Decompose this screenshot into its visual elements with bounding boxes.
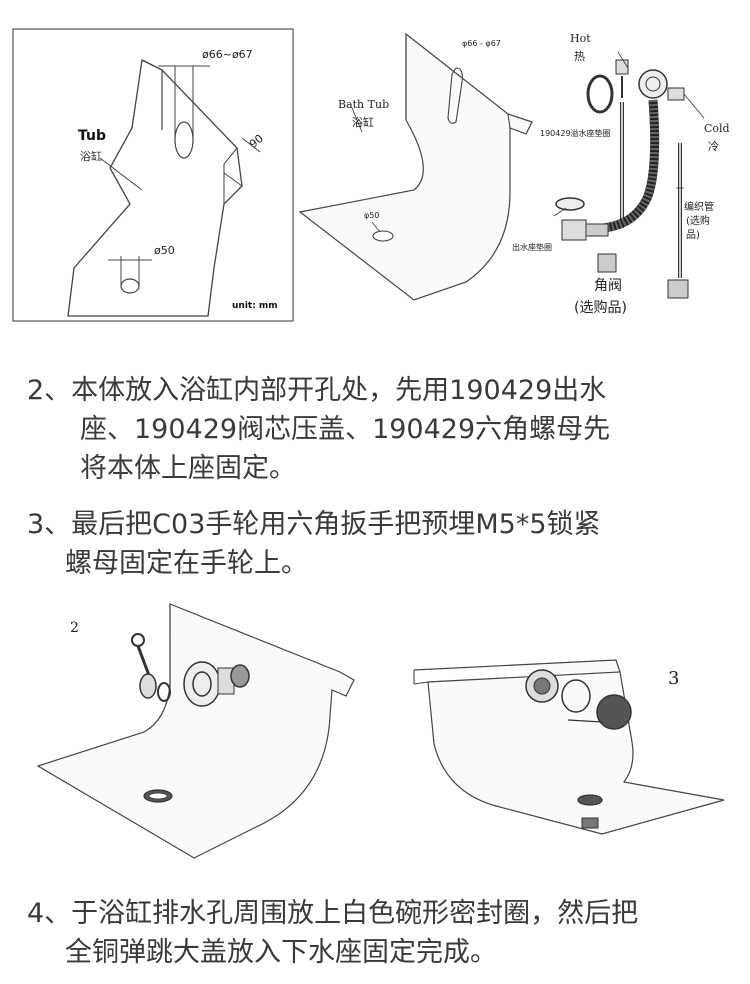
overflow-gasket-label: 190429溢水座垫圈 <box>540 128 611 138</box>
cold-label: Cold <box>704 122 730 135</box>
step-2-line-3: 将本体上座固定。 <box>80 453 296 484</box>
dim-drain-diameter: ø50 <box>154 244 175 257</box>
tub-label: Tub <box>78 128 106 144</box>
diagram-number-3: 3 <box>668 668 679 689</box>
dim-drain-diameter-2: φ50 <box>364 211 379 220</box>
diagram-number-2: 2 <box>70 620 79 636</box>
install-step-2-diagram: 2 <box>36 603 355 859</box>
hot-label-cn: 热 <box>574 50 585 63</box>
step-2-line-1: 2、本体放入浴缸内部开孔处，先用190429出水 <box>27 375 607 406</box>
step-4-line-1: 4、于浴缸排水孔周围放上白色碗形密封圈，然后把 <box>27 898 639 929</box>
bath-tub-label: Bath Tub <box>338 98 389 111</box>
braided-hose-optional-end: 品) <box>686 229 700 241</box>
cold-label-cn: 冷 <box>708 140 719 153</box>
step-2-line-2: 座、190429阀芯压盖、190429六角螺母先 <box>80 414 611 445</box>
angle-valve-label: 角阀 <box>594 278 622 294</box>
dim-overflow-diameter-2: φ66 - φ67 <box>462 39 501 48</box>
step-4-line-2: 全铜弹跳大盖放入下水座固定完成。 <box>65 937 497 968</box>
step-4-text: 4、于浴缸排水孔周围放上白色碗形密封圈，然后把 全铜弹跳大盖放入下水座固定完成。 <box>27 894 747 972</box>
drain-gasket-label: 出水座垫圈 <box>512 242 552 252</box>
tub-dimension-diagram: Tub 浴缸 ø66~ø67 90 ø50 unit: mm <box>12 28 294 322</box>
step-3-text: 3、最后把C03手轮用六角扳手把预埋M5*5锁紧 螺母固定在手轮上。 <box>27 505 742 583</box>
tub-label-cn: 浴缸 <box>80 149 102 163</box>
step-3-line-2: 螺母固定在手轮上。 <box>65 548 308 579</box>
hot-label: Hot <box>570 32 591 45</box>
drain-assembly-exploded: Hot 热 190429溢水座垫圈 Cold 冷 编织管 (选购 品) 出水座垫… <box>512 32 730 316</box>
bath-tub-perspective: Bath Tub 浴缸 φ66 - φ67 φ50 <box>298 32 533 301</box>
step-3-line-1: 3、最后把C03手轮用六角扳手把预埋M5*5锁紧 <box>27 509 601 540</box>
unit-label: unit: mm <box>232 301 278 311</box>
braided-hose-optional: (选购 <box>686 214 710 227</box>
bath-tub-label-cn: 浴缸 <box>352 115 374 129</box>
dim-overflow-diameter: ø66~ø67 <box>202 48 253 61</box>
braided-hose-label: 编织管 <box>684 200 714 213</box>
step-2-text: 2、本体放入浴缸内部开孔处，先用190429出水 座、190429阀芯压盖、19… <box>27 371 742 488</box>
install-step-3-diagram: 3 <box>413 659 725 835</box>
angle-valve-optional: (选购品) <box>574 300 627 316</box>
